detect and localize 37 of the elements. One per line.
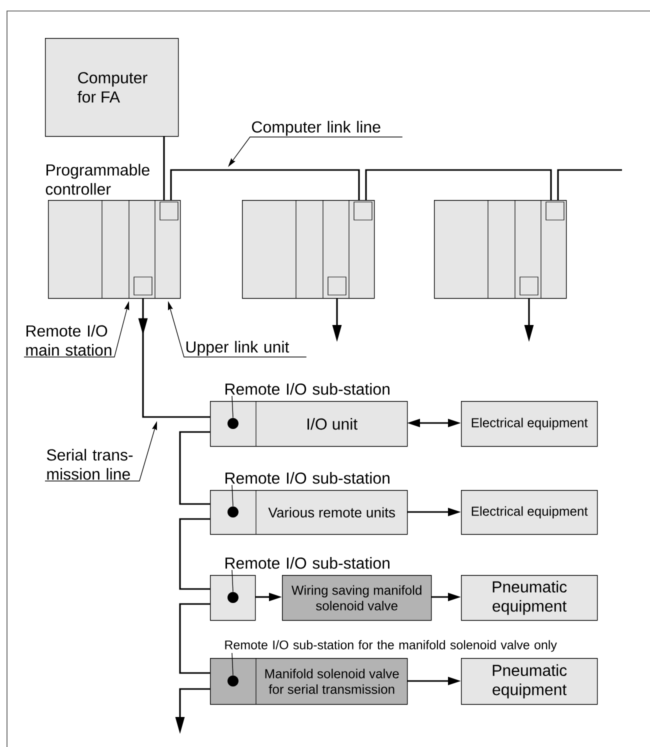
station-dot bbox=[228, 676, 238, 686]
connector-line bbox=[365, 169, 552, 200]
controller-drawing bbox=[242, 200, 375, 299]
callout-text: Remote I/O sub-station for the manifold solenoid valve only bbox=[225, 640, 557, 652]
callout-text: Remote I/O sub-station bbox=[226, 557, 390, 569]
callout-text: Computer link line bbox=[252, 120, 380, 136]
equipment-box: Electrical equipment bbox=[461, 401, 598, 447]
station-dot bbox=[228, 592, 238, 603]
callout-text: Remote I/O sub-station bbox=[226, 472, 390, 484]
callout-text: Remote I/O sub-station bbox=[226, 383, 390, 395]
station-box: I/O unit bbox=[210, 400, 408, 447]
connector-line bbox=[170, 169, 360, 200]
connector-line bbox=[179, 603, 210, 674]
connector-line bbox=[179, 518, 210, 590]
equipment-box: Electrical equipment bbox=[461, 490, 598, 535]
connector-line bbox=[163, 136, 165, 200]
connector-line bbox=[179, 431, 210, 505]
node-caption: Programmable controller bbox=[46, 164, 150, 195]
leader-line bbox=[232, 484, 234, 507]
station-box: Manifold solenoid valve for serial transmission bbox=[210, 658, 408, 705]
station-box bbox=[210, 575, 256, 621]
controller-drawing bbox=[48, 200, 181, 299]
computer-box: Computer for FA bbox=[45, 38, 179, 137]
controller-drawing bbox=[434, 200, 567, 299]
leader-line bbox=[232, 396, 234, 418]
callout-text: Serial trans- mission line bbox=[46, 448, 133, 480]
callout-text: Upper link unit bbox=[186, 340, 290, 356]
callout-text: Remote I/O main station bbox=[26, 324, 112, 356]
equipment-box: Wiring saving manifold solenoid valve bbox=[282, 575, 432, 621]
connector-line bbox=[557, 169, 622, 200]
equipment-box: Pneumatic equipment bbox=[461, 658, 598, 705]
leader-line bbox=[232, 570, 234, 592]
equipment-box: Pneumatic equipment bbox=[461, 575, 598, 621]
station-dot bbox=[228, 506, 238, 518]
station-dot bbox=[228, 418, 238, 429]
leader-line bbox=[232, 652, 234, 676]
station-box: Various remote units bbox=[210, 490, 408, 535]
